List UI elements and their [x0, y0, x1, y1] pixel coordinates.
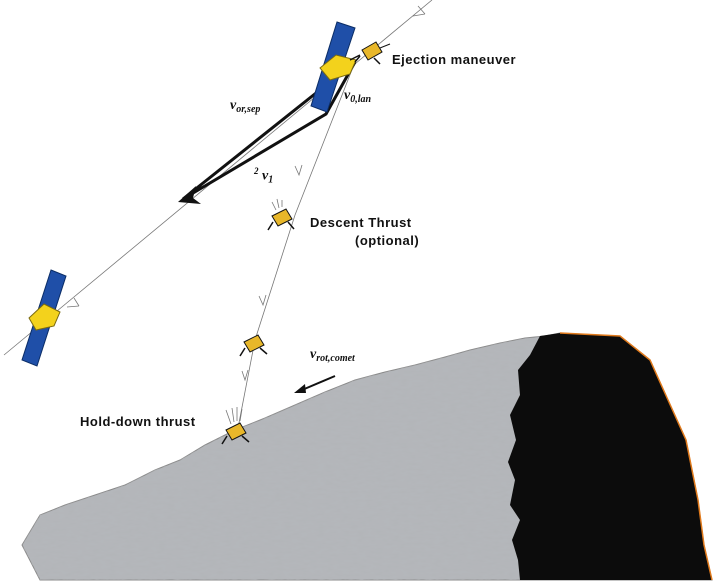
- trajectory-arrow-bottom: [66, 297, 80, 308]
- v-0-lan-label: v0,lan: [344, 88, 372, 105]
- comet-shadow: [508, 333, 712, 580]
- v-rot-comet-label: vrot,comet: [310, 347, 355, 364]
- rotation-arrow: [301, 375, 336, 391]
- descent-arrow-3: [241, 369, 249, 382]
- descent-label: Descent Thrust: [310, 215, 412, 230]
- rotation-arrowhead: [294, 384, 306, 393]
- descent-path: [237, 61, 356, 429]
- orbiter-top: [310, 21, 361, 113]
- lander-ejection: [354, 41, 391, 65]
- descent-arrow-1: [294, 164, 303, 177]
- comet-edge: [559, 332, 713, 581]
- velocity-arrowhead: [178, 186, 201, 204]
- descent-arrow-2: [258, 294, 267, 307]
- ejection-label: Ejection maneuver: [392, 52, 517, 67]
- lander-mid: [239, 334, 268, 357]
- trajectory-arrow-top: [412, 5, 426, 17]
- lander-holddown: [221, 407, 250, 445]
- holddown-label: Hold-down thrust: [80, 414, 196, 429]
- v-1-label: 2 v1: [254, 166, 274, 186]
- orbiter-bottom: [21, 269, 67, 367]
- v-or-sep-label: vor,sep: [230, 98, 261, 115]
- descent-optional-label: (optional): [355, 233, 420, 248]
- lander-descent: [267, 198, 295, 231]
- velocity-vector-triangle: [182, 60, 357, 201]
